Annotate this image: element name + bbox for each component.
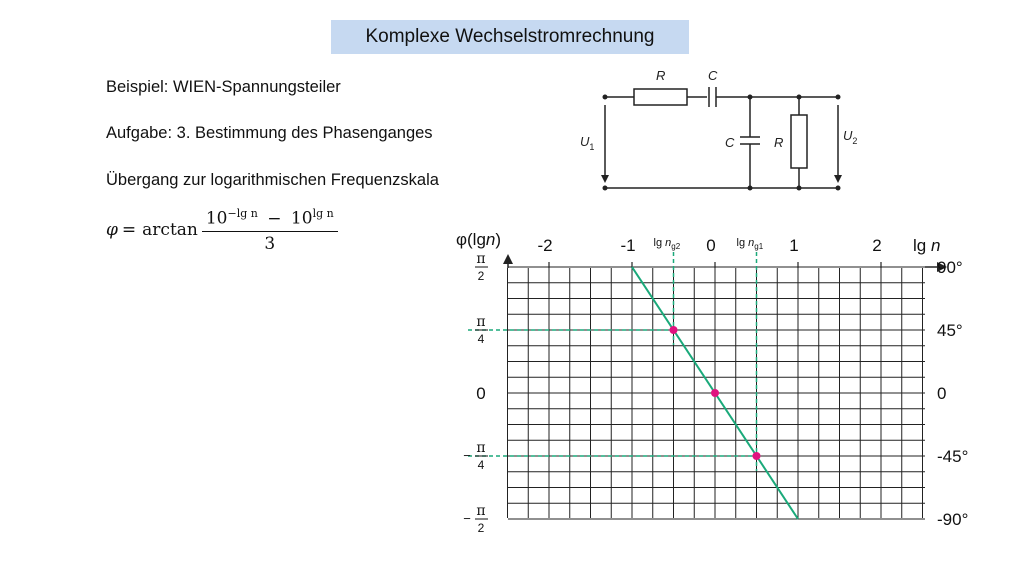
x-tick-label: 0	[706, 236, 715, 255]
x-axis-label-var: n	[931, 236, 940, 255]
page-title: Komplexe Wechselstromrechnung	[365, 26, 655, 47]
y-axis-label: φ(lgn)	[456, 230, 501, 249]
y-tick-fraction-num: π	[476, 440, 485, 456]
corner-frequency-label: lg ng2	[654, 237, 681, 251]
y-tick-fraction-num: π	[476, 503, 485, 519]
y-tick-fraction: π 4−	[463, 440, 488, 472]
y-tick-label-right: 45°	[937, 321, 963, 340]
y-tick-fraction-den: 4	[478, 332, 485, 346]
corner-frequency-var: n	[665, 237, 671, 249]
formula-base-b: 10	[290, 208, 313, 229]
y-tick-label-right: 0	[937, 384, 946, 403]
formula-base-a: 10	[205, 208, 228, 229]
x-tick-label: 1	[789, 236, 798, 255]
scale-line: Übergang zur logarithmischen Frequenzska…	[106, 171, 439, 189]
corner-frequency-sub: g1	[754, 242, 763, 251]
x-axis-arrow	[937, 262, 947, 272]
title-box: Komplexe Wechselstromrechnung	[331, 20, 689, 54]
task-line: Aufgabe: 3. Bestimmung des Phasenganges	[106, 124, 433, 142]
phase-marker	[752, 452, 761, 460]
y-tick-fraction-num: π	[476, 251, 485, 267]
y-tick-fraction-den: 4	[478, 458, 485, 472]
formula-minus: −	[267, 208, 282, 229]
y-tick-fraction: π4	[475, 314, 488, 346]
x-tick-label: -1	[620, 236, 635, 255]
y-axis-arrow	[503, 254, 513, 264]
y-tick-fraction-sign: −	[463, 511, 471, 526]
formula-equals: =	[121, 220, 137, 241]
y-tick-label-right: -45°	[937, 447, 968, 466]
formula-phi: φ	[106, 220, 118, 241]
formula-exp-a: −lg n	[227, 207, 258, 220]
x-tick-label: 2	[872, 236, 881, 255]
y-tick-label-right: -90°	[937, 510, 968, 529]
example-line: Beispiel: WIEN-Spannungsteiler	[106, 78, 341, 96]
y-tick-fraction-den: 2	[478, 269, 485, 283]
formula-exp-b: lg n	[312, 207, 334, 220]
chart-grid	[507, 266, 925, 520]
phase-marker	[669, 326, 678, 334]
formula-denominator: 3	[264, 233, 276, 254]
y-tick-fraction: π 2−	[463, 503, 488, 535]
formula-numerator: 10−lg n − 10lg n	[201, 207, 338, 232]
y-tick-label-left: 0	[476, 384, 485, 403]
y-tick-fraction-den: 2	[478, 521, 485, 535]
y-tick-fraction-num: π	[476, 314, 485, 330]
phase-formula: φ = arctan 10−lg n − 10lg n 3	[106, 207, 338, 254]
x-axis-label: lg n	[913, 236, 940, 255]
formula-fraction: 10−lg n − 10lg n 3	[201, 207, 338, 254]
formula-arctan: arctan	[142, 220, 198, 241]
corner-frequency-var: n	[748, 237, 754, 249]
y-tick-label-right: 90°	[937, 258, 963, 277]
phase-marker	[711, 389, 719, 397]
y-tick-fraction-sign: −	[463, 448, 471, 463]
y-axis-label-var: n	[486, 230, 495, 249]
y-tick-fraction: π2	[475, 251, 488, 283]
x-tick-label: -2	[537, 236, 552, 255]
corner-frequency-sub: g2	[671, 242, 680, 251]
corner-frequency-label: lg ng1	[737, 237, 764, 251]
